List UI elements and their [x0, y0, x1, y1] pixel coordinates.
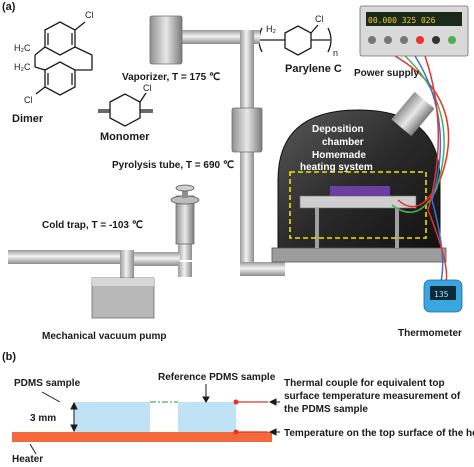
monomer-label: Monomer: [100, 131, 150, 143]
thermometer-display: 135: [434, 290, 449, 299]
dimer-label: Dimer: [12, 113, 44, 125]
chamber-label-2: chamber: [322, 137, 364, 148]
vaporizer: [149, 15, 183, 65]
top-surface-label: Temperature on the top surface of the he…: [284, 428, 474, 439]
parylene-label: Parylene C: [285, 63, 342, 75]
reference-pdms-sample: [178, 402, 236, 432]
thickness-label: 3 mm: [30, 413, 56, 424]
thermometer-label: Thermometer: [398, 328, 462, 339]
heater-label: Heater: [12, 454, 43, 465]
panel-b-label: (b): [2, 351, 16, 363]
power-supply: [359, 5, 469, 57]
pyrolysis-label: Pyrolysis tube, T = 690 ℃: [112, 160, 234, 171]
thermometer: [423, 279, 463, 313]
parylene-h2: H₂: [266, 24, 276, 34]
pdms-sample-label: PDMS sample: [14, 378, 81, 389]
heating-stage: [330, 186, 390, 196]
vacuum-pump: [91, 277, 155, 319]
cold-trap-label: Cold trap, T = -103 ℃: [42, 220, 143, 231]
dimer-h2c-1: H₂C: [14, 43, 31, 53]
reference-sample-label: Reference PDMS sample: [158, 372, 276, 383]
vacuum-piping: [8, 30, 285, 280]
dimer-structure: [34, 21, 93, 96]
parylene-cl: Cl: [315, 14, 324, 24]
dimer-h2c-2: H₂C: [14, 62, 31, 72]
thermocouple-label-3: the PDMS sample: [284, 404, 368, 415]
vaporizer-label: Vaporizer, T = 175 ℃: [122, 72, 220, 83]
parylene-n: n: [333, 48, 338, 58]
heater-bar: [12, 432, 272, 442]
pyrolysis-tube: [231, 107, 263, 153]
power-display: 00.000 325 026: [368, 16, 436, 25]
pdms-sample: [74, 402, 150, 432]
parylene-structure: [258, 24, 332, 56]
monomer-structure: [98, 92, 153, 127]
dimer-cl-top: Cl: [85, 10, 94, 20]
power-supply-label: Power supply: [354, 68, 419, 79]
dimer-cl-bottom: Cl: [24, 95, 33, 105]
heating-label-2: heating system: [300, 162, 373, 173]
thermocouple-label-2: surface temperature measurement of: [284, 391, 461, 402]
heating-label-1: Homemade: [312, 150, 366, 161]
thermocouple-label-1: Thermal couple for equivalent top: [284, 378, 445, 389]
cold-trap: [170, 184, 200, 245]
wires: [391, 55, 450, 286]
chamber-label-1: Deposition: [312, 124, 364, 135]
vacuum-pump-label: Mechanical vacuum pump: [42, 331, 166, 342]
panel-a-label: (a): [2, 1, 16, 13]
annotation-arrows: [29, 384, 280, 455]
deposition-chamber: [271, 91, 447, 263]
monomer-cl: Cl: [143, 83, 152, 93]
